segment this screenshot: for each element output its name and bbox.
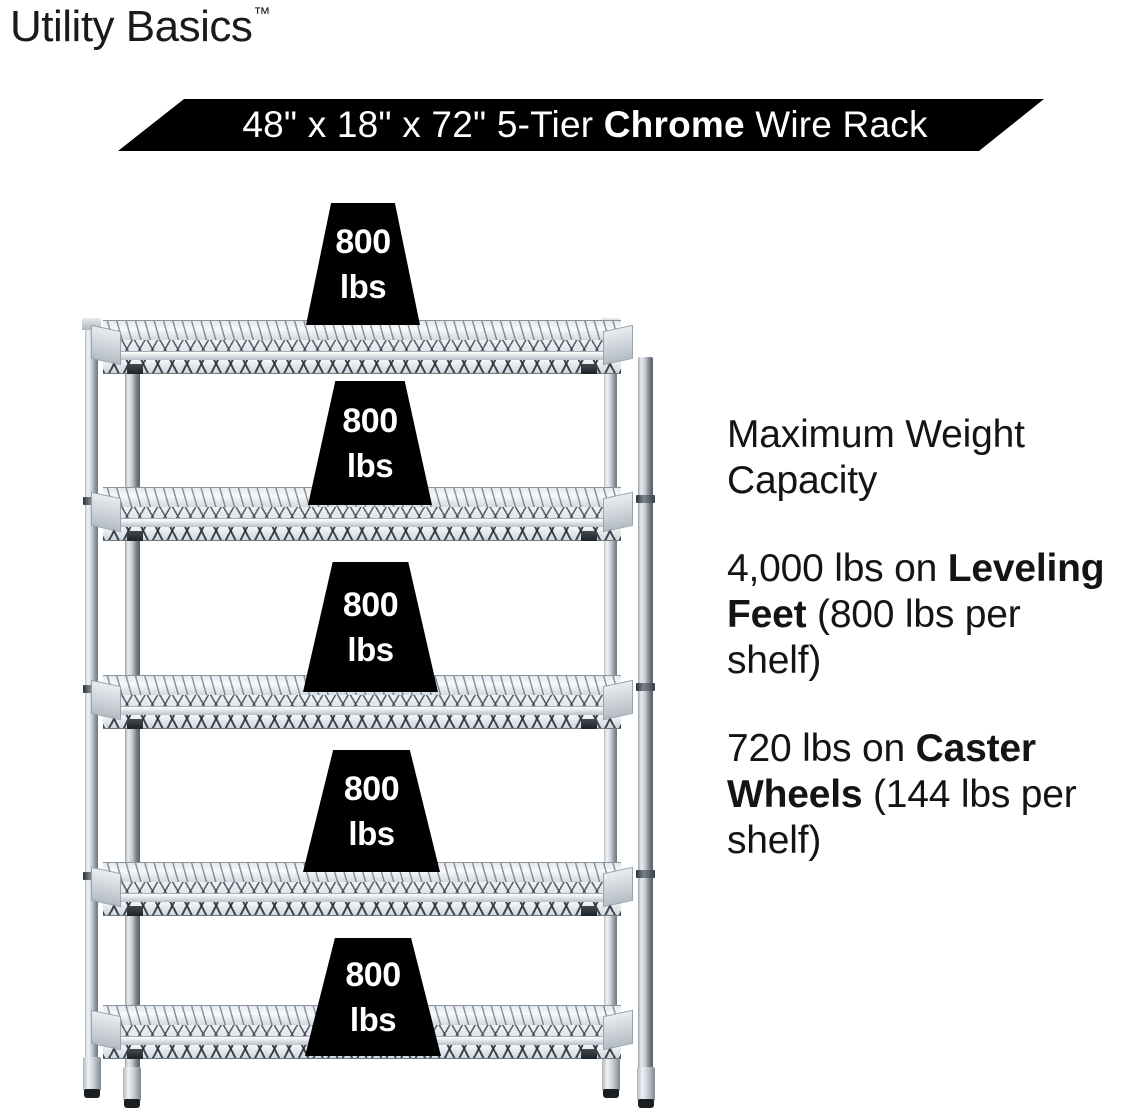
weight-tag-text: 800 lbs [305, 938, 441, 1056]
caster-per-shelf: (144 lbs per shelf) [727, 773, 1077, 862]
product-title-banner: 48" x 18" x 72" 5-Tier Chrome Wire Rack [118, 99, 1044, 151]
shelf-bracket-left [127, 906, 143, 916]
shelf-left-lip [91, 324, 121, 366]
weight-value: 800 [342, 585, 399, 624]
weight-tag-text: 800 lbs [303, 750, 440, 872]
shelf-bracket-left [127, 719, 143, 729]
shelf-left-lip [91, 1009, 121, 1051]
shelf-bracket-right [581, 531, 597, 541]
leveling-value: 4,000 lbs on [727, 547, 948, 590]
shelf-bracket-right [581, 719, 597, 729]
shelf-wire-zigzag [103, 882, 621, 895]
shelf-front-truss [103, 902, 621, 916]
post-collar [636, 683, 655, 691]
brand-name: Utility Basics [10, 2, 253, 51]
shelf-bracket-left [127, 531, 143, 541]
shelf-right-lip [603, 1009, 633, 1051]
caster-value: 720 lbs on [727, 727, 916, 770]
shelf-left-lip [91, 866, 121, 908]
shelf-wire-zigzag [103, 340, 621, 353]
brand-logo: Utility Basics™ [10, 2, 270, 52]
leveling-per-shelf: (800 lbs per shelf) [727, 593, 1021, 682]
shelf-wire-zigzag [103, 507, 621, 520]
shelf-right-lip [603, 866, 633, 908]
weight-tag-text: 800 lbs [306, 203, 420, 325]
leveling-feet-capacity: 4,000 lbs on Leveling Feet (800 lbs per … [727, 546, 1107, 684]
shelf-bracket-right [581, 364, 597, 374]
weight-tag-text: 800 lbs [303, 562, 438, 692]
shelf-front-truss [103, 715, 621, 729]
shelf-front-truss [103, 527, 621, 541]
shelf-bracket-right [581, 1049, 597, 1059]
weight-unit: lbs [339, 267, 387, 305]
shelf-right-lip [603, 491, 633, 533]
weight-value: 800 [335, 222, 391, 261]
weight-unit: lbs [347, 630, 394, 668]
weight-tag-tier-3: 800 lbs [303, 562, 438, 692]
shelf-left-lip [91, 491, 121, 533]
leveling-foot-front-right [637, 1067, 655, 1108]
leveling-foot-rear-left [83, 1057, 101, 1098]
weight-tag-tier-2: 800 lbs [308, 381, 432, 505]
post-collar [636, 495, 655, 503]
banner-title-text: 48" x 18" x 72" 5-Tier Chrome Wire Rack [118, 99, 1044, 151]
shelf-bracket-left [127, 1049, 143, 1059]
shelf-wire-zigzag [103, 695, 621, 708]
banner-material: Chrome [603, 104, 745, 145]
weight-value: 800 [343, 769, 400, 808]
banner-background-shape [118, 99, 1044, 151]
capacity-copy-block: Maximum Weight Capacity 4,000 lbs on Lev… [727, 412, 1107, 864]
capacity-heading-line-2: Capacity [727, 459, 878, 502]
weight-value: 800 [345, 955, 401, 994]
capacity-heading: Maximum Weight Capacity [727, 412, 1107, 504]
weight-tag-tier-5: 800 lbs [305, 938, 441, 1056]
capacity-heading-line-1: Maximum Weight [727, 413, 1025, 456]
post-collar [636, 870, 655, 878]
shelf-bracket-left [127, 364, 143, 374]
leveling-foot-rear-right [602, 1057, 620, 1098]
weight-tag-tier-1: 800 lbs [306, 203, 420, 325]
shelf-front-truss [103, 360, 621, 374]
shelf-right-lip [603, 679, 633, 721]
weight-unit: lbs [348, 814, 395, 852]
shelf-bracket-right [581, 906, 597, 916]
shelf-left-lip [91, 679, 121, 721]
front-right-post [636, 357, 655, 1075]
leveling-foot-front-left [123, 1067, 141, 1108]
shelf-right-lip [603, 324, 633, 366]
weight-value: 800 [342, 401, 398, 440]
caster-wheels-capacity: 720 lbs on Caster Wheels (144 lbs per sh… [727, 726, 1107, 864]
leveling-label: Leveling Feet [727, 547, 1105, 636]
trademark-symbol: ™ [253, 4, 270, 24]
caster-label: Caster Wheels [727, 727, 1036, 816]
banner-dimensions: 48" x 18" x 72" [242, 104, 487, 145]
banner-product: Wire Rack [755, 104, 928, 145]
weight-tag-tier-4: 800 lbs [303, 750, 440, 872]
weight-unit: lbs [349, 1000, 397, 1038]
banner-tiers: 5-Tier [496, 104, 594, 145]
weight-tag-text: 800 lbs [308, 381, 432, 505]
weight-unit: lbs [346, 446, 394, 484]
